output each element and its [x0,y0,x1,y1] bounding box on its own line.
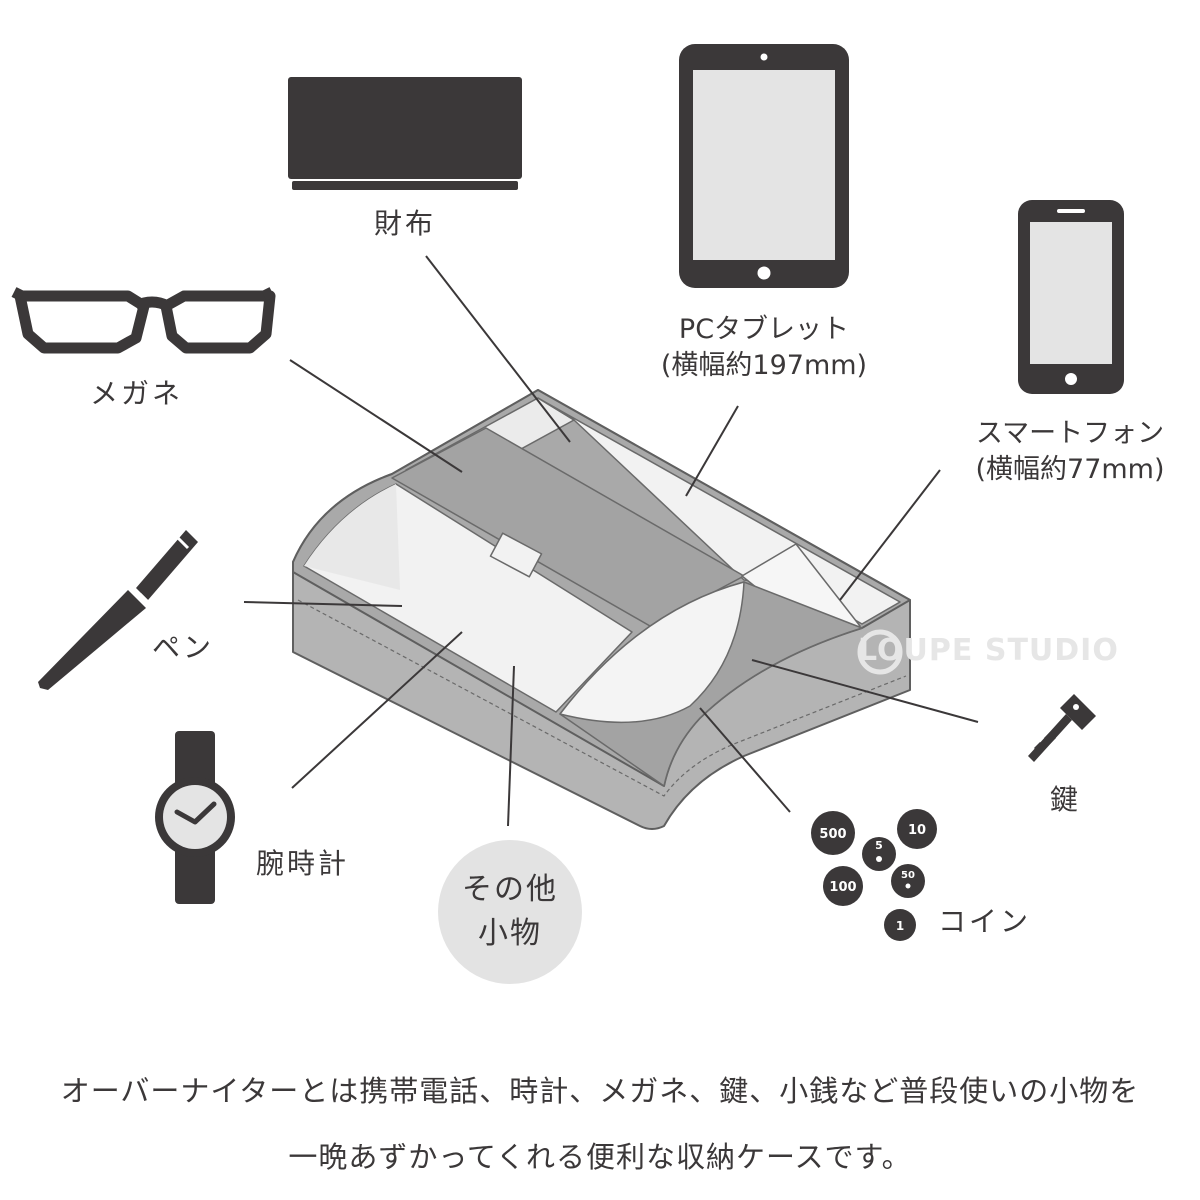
coin-5: 5 [875,839,883,852]
label-tablet-name: PCタブレット [678,314,850,345]
smartphone-icon [1018,200,1124,394]
coin-50: 50 [901,870,915,881]
coin-500: 500 [819,827,846,842]
label-key: 鍵 [1050,783,1082,816]
tablet-icon [679,44,849,288]
misc-label-line1: その他 [462,872,558,907]
label-glasses: メガネ [90,377,184,410]
label-pen: ペン [152,631,215,664]
label-coins: コイン [938,905,1032,938]
label-wallet: 財布 [373,207,437,240]
watermark-text: LOUPE STUDIO [858,633,1119,668]
coin-100: 100 [829,880,856,895]
label-tablet-size: (横幅約197mm) [660,350,868,381]
leader-lines [243,255,979,827]
label-watch: 腕時計 [256,847,350,880]
organizer-tray [292,389,911,830]
label-tablet: PCタブレット (横幅約197mm) [661,312,867,384]
coins-group: 500 5 10 100 50 1 [811,809,937,941]
description-line2: 一晩あずかってくれる便利な収納ケースです。 [288,1140,912,1174]
coin-10: 10 [908,823,926,838]
label-smartphone-name: スマートフォン [975,418,1165,449]
pen-icon [38,530,198,690]
glasses-icon [11,287,276,354]
key-icon [1028,694,1096,762]
watermark-mark [857,629,903,675]
label-smartphone-size: (横幅約77mm) [975,454,1165,485]
label-smartphone: スマートフォン (横幅約77mm) [975,416,1164,488]
wallet-icon [288,77,522,190]
description-line1: オーバーナイターとは携帯電話、時計、メガネ、鍵、小銭など普段使いの小物を [60,1074,1140,1108]
watch-icon [155,731,235,904]
misc-items-bubble: その他 小物 [438,840,582,984]
coin-1: 1 [896,919,904,933]
misc-label-line2: 小物 [478,916,542,951]
